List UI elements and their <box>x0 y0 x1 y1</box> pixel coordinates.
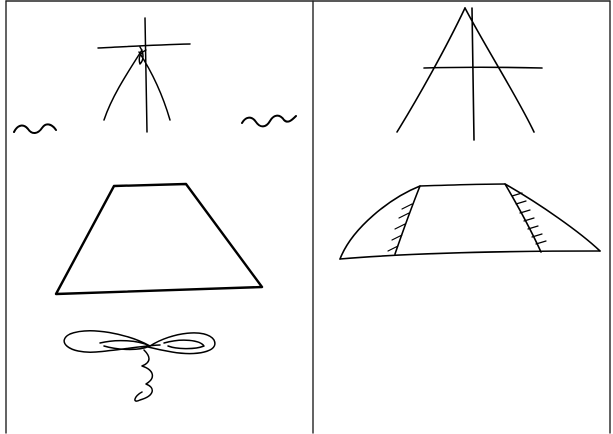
a-frame-crossbar <box>424 67 542 68</box>
wave-squiggle-left <box>14 124 56 133</box>
cross-vertical-post <box>145 18 147 132</box>
a-frame-right-leg <box>465 8 534 132</box>
wide-trapezoid-with-hatched-seams <box>340 184 600 259</box>
wave-squiggle-right <box>242 116 296 127</box>
trapezoid-outline <box>56 184 262 294</box>
left-seam-hatching <box>388 204 412 251</box>
flourish-tail <box>135 350 152 401</box>
a-frame-with-crossbar-sketch <box>397 8 542 140</box>
wide-trapezoid-left-curve <box>340 186 420 259</box>
left-cell <box>14 18 296 401</box>
wide-trapezoid-bottom-edge <box>340 251 600 259</box>
a-frame-left-leg <box>397 8 465 132</box>
right-cell <box>340 8 600 259</box>
cross-with-splayed-legs-sketch <box>98 18 190 132</box>
cross-horizontal-bar <box>98 44 190 48</box>
flourish-right-loop <box>148 333 215 354</box>
right-seam-hatching <box>512 193 546 244</box>
cross-right-leg <box>139 52 170 120</box>
a-frame-center-post <box>472 8 474 140</box>
cross-left-leg <box>104 50 142 120</box>
ornamental-flourish <box>64 331 215 401</box>
flourish-right-swirl <box>164 340 204 348</box>
wide-trapezoid-top-edge <box>420 184 505 186</box>
